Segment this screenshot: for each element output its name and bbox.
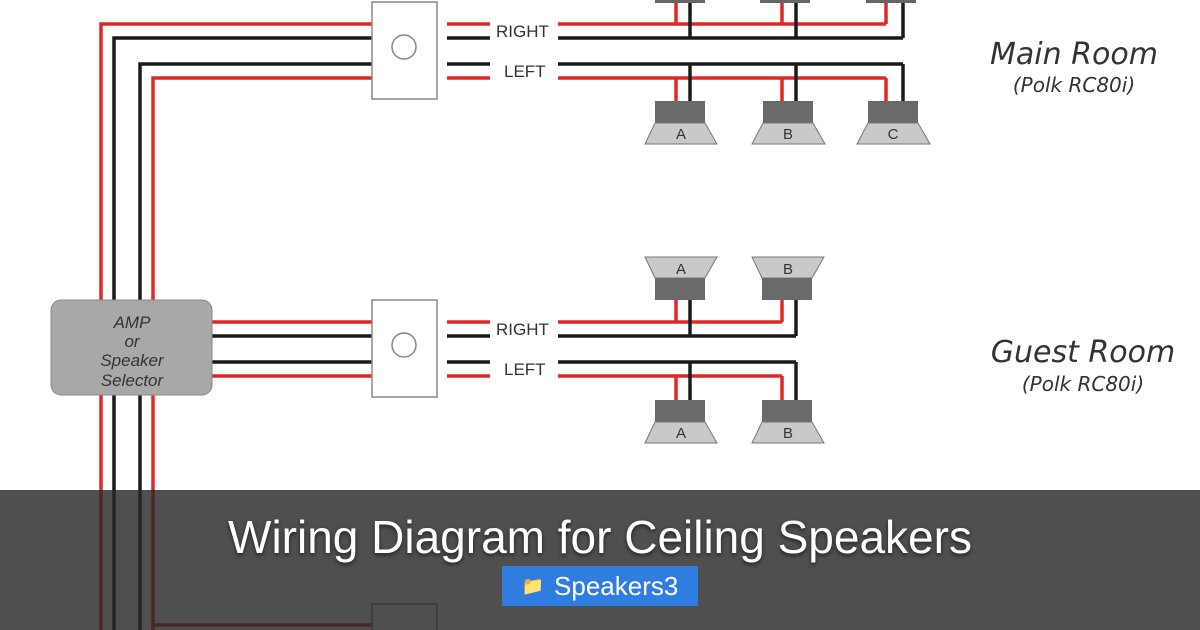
main-room-title: Main Room [990,37,1158,72]
guest-input-wires [212,320,372,378]
main-room-wires [447,0,905,102]
guest-volume-control [371,299,438,398]
amp-label-1: AMP [113,313,152,332]
guest-room-title: Guest Room [991,335,1175,370]
folder-icon: 📁 [521,575,545,596]
amp-label-4: Selector [101,371,165,390]
svg-text:C: C [888,126,899,143]
guest-right-label: RIGHT [496,320,549,339]
svg-text:B: B [783,261,793,278]
main-speaker-b: B [751,101,826,145]
amp-box: AMP or Speaker Selector [50,299,213,396]
guest-room-model: (Polk RC80i) [1022,372,1144,396]
main-room-model: (Polk RC80i) [1013,73,1135,97]
svg-text:B: B [783,425,793,442]
amp-label-3: Speaker [100,351,165,370]
svg-text:B: B [783,126,793,143]
main-speaker-c: C [856,101,931,145]
svg-text:A: A [676,425,686,442]
main-volume-control [371,1,438,100]
main-speaker-a: A [644,101,718,145]
category-label: Speakers3 [554,570,679,601]
page-title: Wiring Diagram for Ceiling Speakers [228,511,972,563]
guest-bottom-speaker-b: B [751,400,825,444]
guest-top-speaker-a: A [644,256,718,300]
main-right-label: RIGHT [496,22,549,41]
guest-bottom-speaker-a: A [644,400,718,444]
amp-label-2: or [124,332,140,351]
main-left-label: LEFT [504,62,546,81]
guest-room-wires [447,300,798,400]
guest-top-speaker-b: B [751,256,825,300]
svg-text:A: A [676,261,686,278]
svg-text:A: A [676,126,686,143]
category-badge[interactable]: 📁 Speakers3 [502,566,698,606]
title-banner [0,490,1200,630]
guest-left-label: LEFT [504,360,546,379]
